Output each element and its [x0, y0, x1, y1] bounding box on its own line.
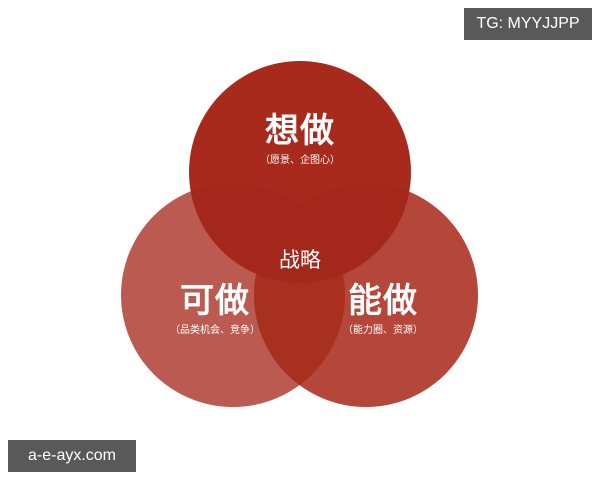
- circle-want: [189, 61, 411, 283]
- center-label-strategy: 战略: [279, 248, 321, 272]
- watermark-bottom-left: a-e-ayx.com: [8, 440, 136, 472]
- label-able: 能做 （能力圈、资源）: [313, 282, 453, 338]
- label-can-do: 可做 （品类机会、竞争）: [145, 282, 285, 338]
- want-title: 想做: [265, 111, 335, 151]
- able-subtitle: （能力圈、资源）: [343, 325, 423, 336]
- can-do-subtitle: （品类机会、竞争）: [170, 325, 260, 336]
- label-want: 想做 （愿景、企图心）: [230, 112, 370, 168]
- can-do-title: 可做: [180, 281, 250, 321]
- watermark-top-right: TG: MYYJJPP: [464, 8, 592, 40]
- able-title: 能做: [348, 281, 418, 321]
- want-subtitle: （愿景、企图心）: [260, 155, 340, 166]
